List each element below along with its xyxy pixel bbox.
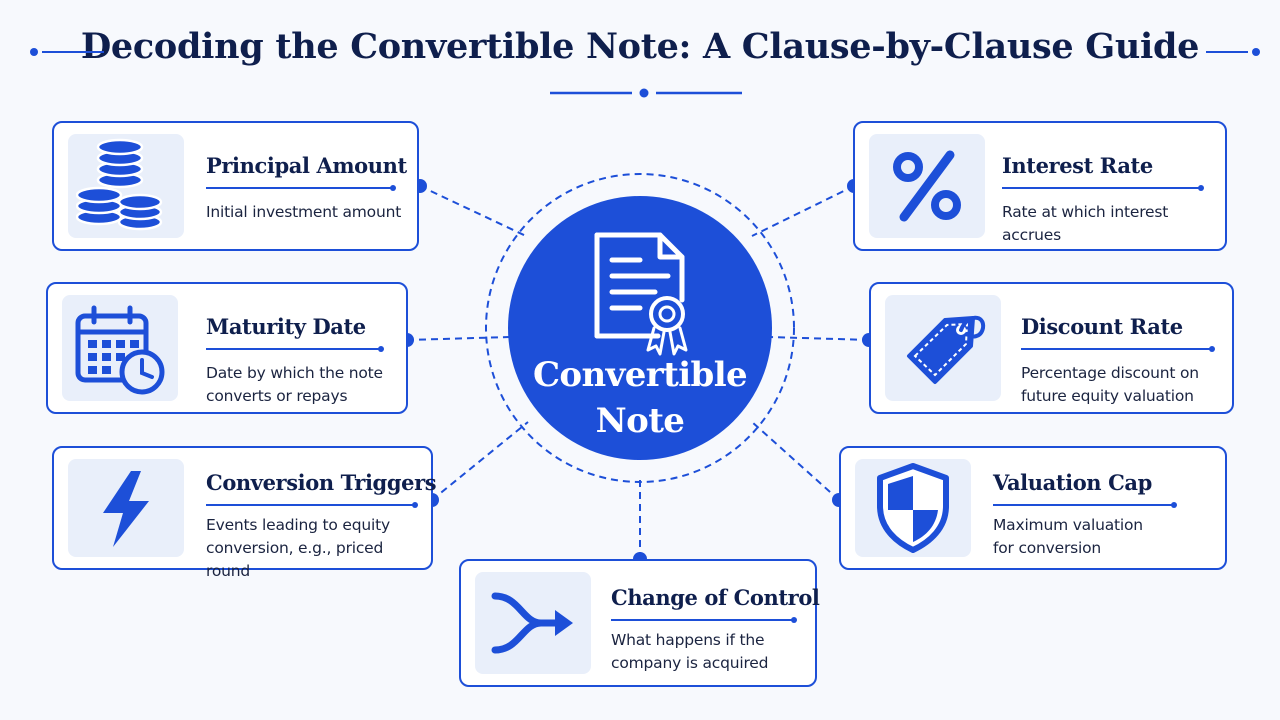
clause-title: Change of Control bbox=[611, 585, 820, 610]
clause-title: Maturity Date bbox=[206, 314, 366, 339]
center-label-line2: Note bbox=[595, 401, 685, 441]
calendar-clock-icon bbox=[75, 305, 165, 395]
connector-valuation bbox=[751, 421, 840, 501]
title-underline bbox=[1002, 187, 1200, 189]
icon-box bbox=[855, 459, 971, 557]
underline-dot bbox=[1209, 346, 1215, 352]
price-tag-icon bbox=[907, 315, 986, 384]
merge-arrow-icon bbox=[491, 592, 573, 654]
document-certificate-icon bbox=[594, 232, 688, 356]
clause-card-discount-rate: Discount Rate Percentage discount on fut… bbox=[869, 282, 1234, 414]
icon-box bbox=[68, 459, 184, 557]
clause-title: Conversion Triggers bbox=[206, 470, 437, 495]
title-underline bbox=[993, 504, 1173, 506]
icon-box bbox=[885, 295, 1001, 401]
clause-description: Initial investment amount bbox=[206, 203, 402, 221]
underline-dot bbox=[1171, 502, 1177, 508]
title-underline bbox=[611, 619, 793, 621]
clause-description: Date by which the note converts or repay… bbox=[206, 364, 383, 405]
clause-description: What happens if the company is acquired bbox=[611, 631, 769, 672]
icon-box bbox=[475, 572, 591, 674]
clause-description: Rate at which interest accrues bbox=[1002, 203, 1169, 244]
clause-card-interest-rate: Interest Rate Rate at which interest acc… bbox=[853, 121, 1227, 251]
title-underline bbox=[206, 504, 414, 506]
center-label-line1: Convertible bbox=[532, 355, 748, 395]
page-title: Decoding the Convertible Note: A Clause-… bbox=[80, 26, 1200, 67]
title-underline bbox=[206, 187, 392, 189]
title-underline bbox=[206, 348, 380, 350]
shield-icon bbox=[877, 463, 949, 553]
icon-box bbox=[68, 134, 184, 238]
underline-dot bbox=[378, 346, 384, 352]
title-underline bbox=[1021, 348, 1211, 350]
underline-dot bbox=[1198, 185, 1204, 191]
connector-maturity bbox=[406, 336, 511, 341]
clause-card-conversion-triggers: Conversion Triggers Events leading to eq… bbox=[52, 446, 437, 580]
underline-dot bbox=[791, 617, 797, 623]
clause-title: Interest Rate bbox=[1002, 153, 1153, 178]
clause-card-change-of-control: Change of Control What happens if the co… bbox=[459, 559, 820, 687]
clause-description: Events leading to equity conversion, e.g… bbox=[206, 516, 390, 580]
clause-description: Percentage discount on future equity val… bbox=[1021, 364, 1199, 405]
title-decoration-left bbox=[30, 48, 104, 56]
center-label: Convertible Note bbox=[520, 352, 760, 444]
underline-dot bbox=[412, 502, 418, 508]
title-decoration-right bbox=[1206, 48, 1260, 56]
title-underline bbox=[550, 88, 742, 98]
connector-discount bbox=[769, 336, 870, 341]
lightning-bolt-icon bbox=[103, 471, 149, 547]
clause-description: Maximum valuation for conversion bbox=[993, 516, 1143, 557]
coin-stack-icon bbox=[76, 138, 163, 231]
connector-triggers bbox=[431, 421, 529, 501]
hub-dashed-ring bbox=[485, 173, 795, 483]
clause-title: Principal Amount bbox=[206, 153, 407, 178]
hub-circle bbox=[508, 196, 772, 460]
connector-interest bbox=[751, 185, 855, 237]
icon-box bbox=[62, 295, 178, 401]
clause-title: Discount Rate bbox=[1021, 314, 1183, 339]
clause-card-principal-amount: Principal Amount Initial investment amou… bbox=[52, 121, 419, 251]
icon-box bbox=[869, 134, 985, 238]
clause-card-valuation-cap: Valuation Cap Maximum valuation for conv… bbox=[839, 446, 1227, 570]
clause-title: Valuation Cap bbox=[993, 470, 1152, 495]
clause-card-maturity-date: Maturity Date Date by which the note con… bbox=[46, 282, 408, 414]
underline-dot bbox=[390, 185, 396, 191]
connector-principal bbox=[419, 185, 527, 237]
percent-icon bbox=[893, 150, 961, 222]
